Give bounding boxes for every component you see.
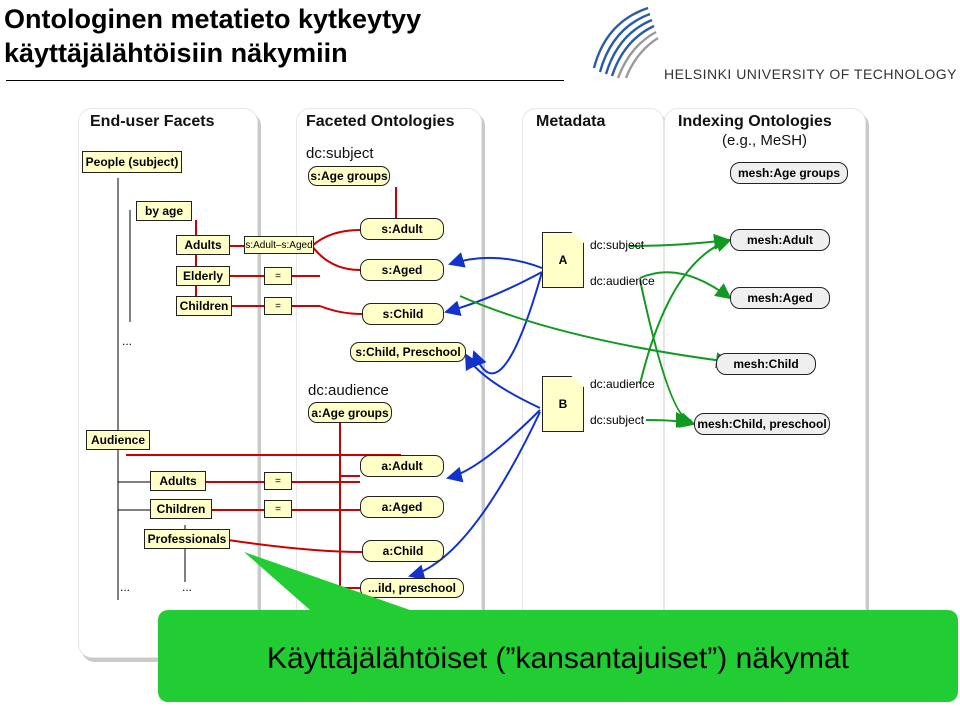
facet-ellipsis: ...: [122, 334, 133, 348]
faceted-a-child-preschool[interactable]: ...ild, preschool: [360, 578, 464, 598]
doc-a-dc-audience: dc:audience: [590, 274, 655, 288]
facet-audience[interactable]: Audience: [86, 430, 150, 450]
faceted-a-age-groups[interactable]: a:Age groups: [308, 402, 392, 423]
faceted-dc-audience: dc:audience: [308, 382, 389, 399]
metadata-document-a[interactable]: A: [542, 232, 584, 288]
facet-audience-adults[interactable]: Adults: [150, 471, 206, 491]
facet-people-subject[interactable]: People (subject): [82, 151, 182, 173]
mesh-aged[interactable]: mesh:Aged: [730, 287, 830, 309]
edge-green-a-adult: [629, 233, 730, 250]
mapping-equals-3: =: [264, 472, 292, 490]
panel-faceted-ontologies: [296, 108, 482, 658]
panel-end-user-facets: [78, 108, 258, 658]
doc-b-dc-subject: dc:subject: [590, 413, 645, 427]
facet-professionals[interactable]: Professionals: [144, 529, 230, 549]
faceted-s-adult[interactable]: s:Adult: [360, 218, 444, 240]
faceted-a-child[interactable]: a:Child: [362, 540, 444, 562]
callout-pointer-icon: [244, 552, 410, 610]
title-underline: [6, 80, 564, 81]
panel-indexing-ontologies: [664, 108, 866, 658]
mesh-child-preschool[interactable]: mesh:Child, preschool: [694, 413, 830, 435]
facet-ellipsis-2: ...: [120, 580, 131, 594]
mesh-child[interactable]: mesh:Child: [716, 353, 816, 375]
university-name: HELSINKI UNIVERSITY OF TECHNOLOGY: [664, 66, 957, 82]
heading-metadata: Metadata: [536, 113, 606, 130]
mapping-equals-2: =: [264, 297, 292, 315]
mesh-age-groups[interactable]: mesh:Age groups: [730, 162, 848, 184]
mapping-equals-1: =: [264, 267, 292, 285]
heading-faceted-ontologies: Faceted Ontologies: [306, 113, 455, 130]
callout-banner-text: Käyttäjälähtöiset (”kansantajuiset”) näk…: [267, 642, 849, 675]
indexing-example: (e.g., MeSH): [722, 132, 808, 149]
mapping-adult-aged: s:Adult–s:Aged: [244, 236, 314, 254]
faceted-a-adult[interactable]: a:Adult: [360, 455, 444, 477]
doc-a-dc-subject: dc:subject: [590, 238, 645, 252]
page-title: Ontologinen metatieto kytkeytyy käyttäjä…: [4, 2, 421, 70]
doc-b-dc-audience: dc:audience: [590, 377, 655, 391]
facet-adults[interactable]: Adults: [176, 235, 230, 255]
facet-audience-children[interactable]: Children: [150, 499, 212, 519]
university-logo-icon: [592, 6, 659, 79]
callout-banner: [158, 610, 958, 702]
metadata-document-b[interactable]: B: [542, 376, 584, 432]
facet-ellipsis-3: ...: [182, 580, 193, 594]
heading-end-user-facets: End-user Facets: [90, 113, 215, 130]
title-line-1: Ontologinen metatieto kytkeytyy: [4, 4, 422, 34]
faceted-dc-subject: dc:subject: [306, 145, 374, 162]
title-line-2: käyttäjälähtöisiin näkymiin: [4, 38, 348, 68]
faceted-s-child[interactable]: s:Child: [362, 303, 444, 325]
facet-elderly[interactable]: Elderly: [176, 266, 230, 286]
faceted-s-aged[interactable]: s:Aged: [360, 259, 444, 281]
heading-indexing-ontologies: Indexing Ontologies: [678, 113, 832, 130]
faceted-s-child-preschool[interactable]: s:Child, Preschool: [350, 342, 466, 362]
facet-by-age[interactable]: by age: [136, 201, 192, 221]
mapping-equals-4: =: [264, 500, 292, 518]
faceted-a-aged[interactable]: a:Aged: [360, 496, 444, 518]
edge-blue-a-aged: [448, 252, 543, 269]
faceted-s-age-groups[interactable]: s:Age groups: [308, 166, 390, 186]
mesh-adult[interactable]: mesh:Adult: [730, 229, 830, 251]
facet-children[interactable]: Children: [176, 296, 232, 316]
